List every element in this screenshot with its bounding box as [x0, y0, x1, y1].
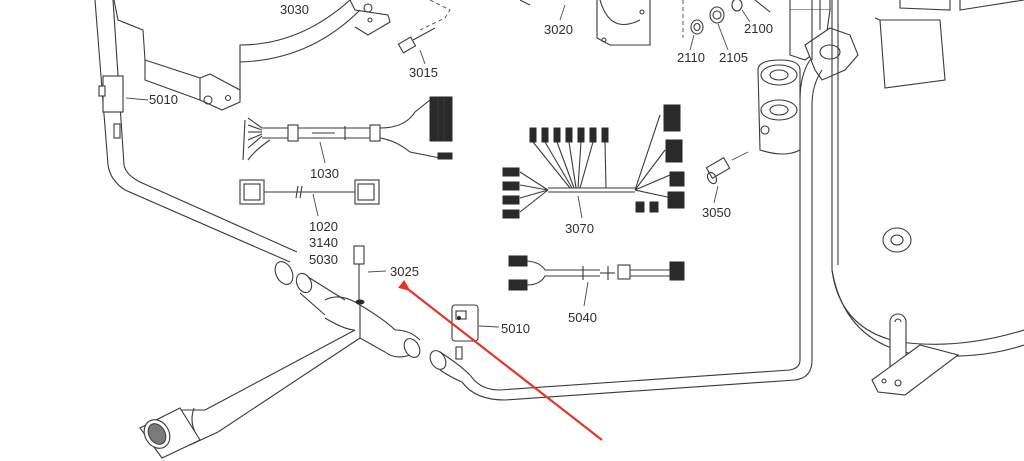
harness-5040 — [508, 255, 685, 307]
harness-3070 — [502, 104, 685, 219]
callout-1020: 1020 — [309, 219, 338, 234]
sensor-3015 — [397, 27, 436, 65]
fittings-2100-2110 — [689, 0, 771, 51]
bottom-pipe — [461, 369, 796, 401]
annotation-arrow — [398, 279, 603, 441]
callout-3050: 3050 — [702, 205, 731, 220]
callout-2100: 2100 — [744, 21, 773, 36]
sensor-3050 — [705, 151, 749, 204]
callout-3140: 3140 — [309, 235, 338, 250]
callout-1030: 1030 — [310, 166, 339, 181]
callout-2110: 2110 — [677, 50, 705, 65]
callout-5010-lower: 5010 — [501, 321, 530, 336]
callout-3025: 3025 — [390, 264, 419, 279]
right-manifold — [757, 0, 859, 381]
callout-2105: 2105 — [719, 50, 748, 65]
callout-5040: 5040 — [568, 310, 597, 325]
flange-3020 — [519, 0, 651, 46]
right-tank — [831, 0, 1024, 396]
callout-5030: 5030 — [309, 252, 338, 267]
tank-bracket-3030 — [113, 0, 391, 111]
callout-3020: 3020 — [544, 22, 573, 37]
callout-3015: 3015 — [409, 65, 438, 80]
callout-3070: 3070 — [565, 221, 594, 236]
left-frame-tube — [94, 0, 298, 263]
cable-1020 — [239, 179, 380, 217]
callout-3030: 3030 — [280, 2, 309, 17]
clamp-5010 — [451, 304, 500, 342]
tee-pipe — [139, 245, 471, 459]
harness-1030 — [242, 96, 453, 164]
callout-5010-upper: 5010 — [149, 92, 178, 107]
